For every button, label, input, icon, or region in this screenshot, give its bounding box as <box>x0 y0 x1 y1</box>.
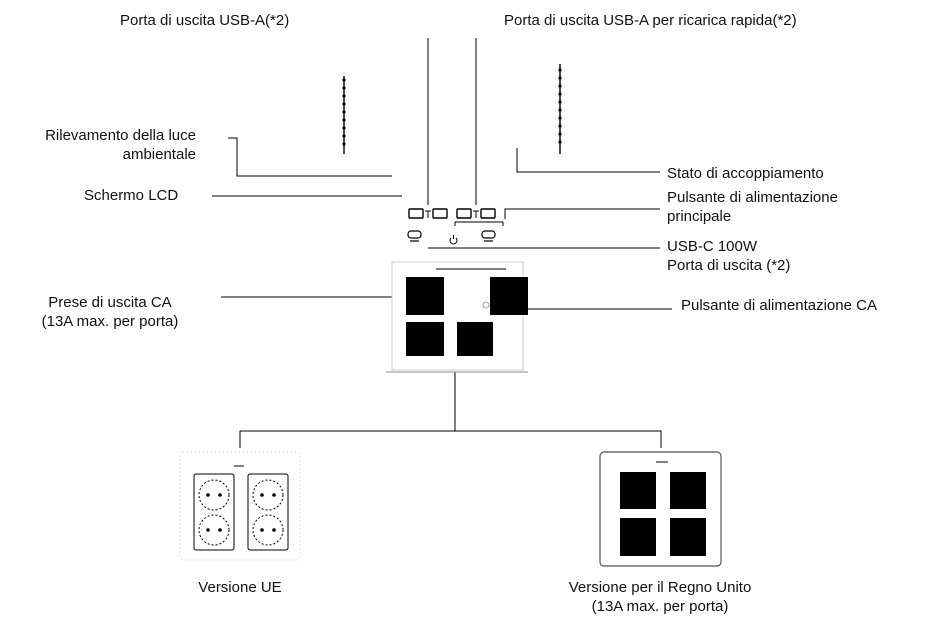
label-main-power-1: Pulsante di alimentazione <box>667 189 838 206</box>
label-eu-version: Versione UE <box>198 579 282 596</box>
usb-c-port-icon <box>407 230 496 242</box>
ac-panel <box>386 261 528 373</box>
eu-version-panel <box>179 451 301 561</box>
label-ambient-light-1: Rilevamento della luce <box>45 127 196 144</box>
label-ac-outlets-2: (13A max. per porta) <box>41 313 179 330</box>
label-uk-version-1: Versione per il Regno Unito <box>568 579 752 596</box>
leader-pairing <box>516 148 660 173</box>
cable-beads <box>342 68 562 146</box>
label-ambient-light-2: ambientale <box>122 146 196 163</box>
label-ac-outlets-1: Prese di uscita CA <box>48 294 172 311</box>
leader-ambient-light <box>228 137 392 177</box>
label-ac-power: Pulsante di alimentazione CA <box>681 297 877 314</box>
label-uk-version-2: (13A max. per porta) <box>591 598 729 615</box>
label-usb-a-fast: Porta di uscita USB-A per ricarica rapid… <box>504 12 797 29</box>
power-icon <box>449 235 458 245</box>
label-main-power-2: principale <box>667 208 732 225</box>
leader-main-power <box>504 208 660 219</box>
label-usb-a: Porta di uscita USB-A(*2) <box>120 12 290 29</box>
uk-socket-icon <box>620 472 706 556</box>
label-pairing: Stato di accoppiamento <box>667 165 824 182</box>
eu-socket-icon <box>193 473 289 551</box>
usb-a-port-icon <box>408 208 496 219</box>
cable-icon <box>343 64 561 154</box>
label-usb-c-1: USB-C 100W <box>667 238 758 255</box>
usb-a-dividers <box>425 210 504 226</box>
uk-version-panel <box>599 451 722 567</box>
leader-versions-branch <box>239 430 662 448</box>
label-usb-c-2: Porta di uscita (*2) <box>667 257 791 274</box>
label-lcd: Schermo LCD <box>84 187 179 204</box>
